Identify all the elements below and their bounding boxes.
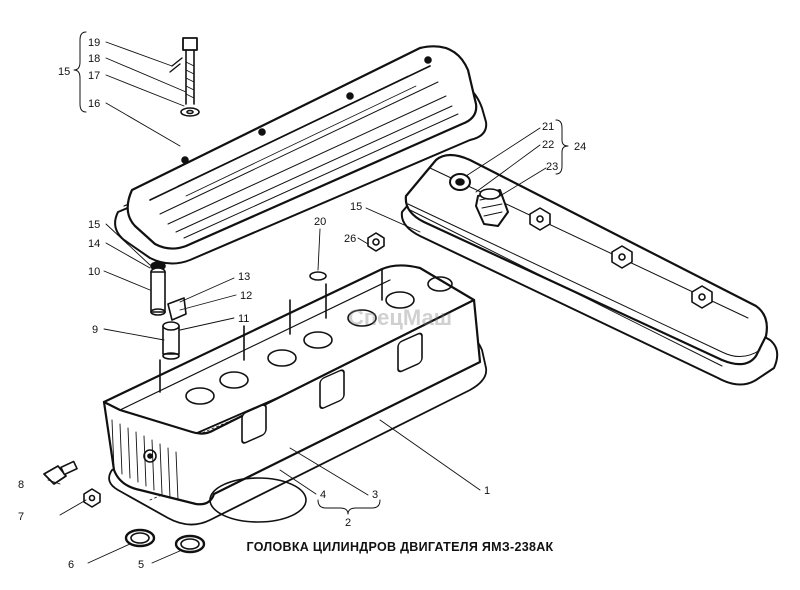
left-valve-cover xyxy=(114,45,488,265)
right-valve-cover xyxy=(400,153,779,386)
callout-5: 5 xyxy=(138,559,144,571)
group-braces xyxy=(73,31,569,515)
small-parts xyxy=(43,232,385,554)
callout-7: 7 xyxy=(18,511,24,523)
callout-15-right: 15 xyxy=(350,201,362,213)
callout-26: 26 xyxy=(344,233,356,245)
callout-16: 15 xyxy=(58,66,70,78)
callout-9: 9 xyxy=(92,324,98,336)
callout-8: 8 xyxy=(18,479,24,491)
callout-24: 23 xyxy=(546,161,558,173)
callout-22: 21 xyxy=(542,121,554,133)
callout-2: 2 xyxy=(345,517,351,529)
callout-18: 17 xyxy=(88,70,100,82)
callout-3: 3 xyxy=(372,489,378,501)
callout-4: 4 xyxy=(320,489,326,501)
callout-25: 24 xyxy=(574,141,586,153)
watermark-logo: СпецМаш xyxy=(348,305,453,330)
leader-lines xyxy=(47,41,547,564)
callout-1: 1 xyxy=(484,485,490,497)
callout-12: 12 xyxy=(240,290,252,302)
callout-10: 10 xyxy=(88,266,100,278)
callout-20: 19 xyxy=(88,37,100,49)
callout-19: 18 xyxy=(88,53,100,65)
callout-13: 13 xyxy=(238,271,250,283)
callout-17: 16 xyxy=(88,98,100,110)
cylinder-head xyxy=(102,264,488,526)
callout-21: 20 xyxy=(314,216,326,228)
diagram-caption: ГОЛОВКА ЦИЛИНДРОВ ДВИГАТЕЛЯ ЯМЗ-238АК xyxy=(246,540,554,554)
callout-6: 6 xyxy=(68,559,74,571)
callout-11: 11 xyxy=(238,313,249,325)
callout-14: 14 xyxy=(88,238,100,250)
callout-15-left: 15 xyxy=(88,219,100,231)
cover-bolt-assembly xyxy=(169,37,200,117)
callout-23: 22 xyxy=(542,139,554,151)
callout-labels: 19 18 15 17 16 15 14 10 13 12 11 9 8 7 6… xyxy=(18,37,586,571)
